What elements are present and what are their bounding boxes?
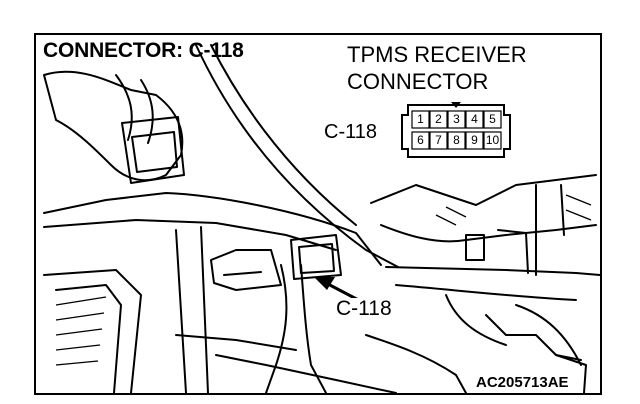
- connector-face-tag: C-118: [324, 121, 377, 143]
- connector-pin-10: 10: [485, 133, 500, 147]
- connector-pin-2: 2: [435, 112, 442, 126]
- vehicle-interior-drawing: [43, 44, 600, 393]
- diagram-title: CONNECTOR: C-118: [43, 39, 244, 62]
- connector-pin-3: 3: [453, 112, 460, 126]
- connector-pin-7: 7: [435, 133, 442, 147]
- connector-cavities: [411, 110, 502, 150]
- console-panel-outline: [121, 116, 185, 184]
- connector-pin-9: 9: [471, 133, 478, 147]
- upper-trim-outline: [43, 70, 184, 182]
- diagram-frame: CONNECTOR: C-118 TPMS RECEIVER CONNECTOR…: [34, 33, 602, 395]
- connector-pin-1: 1: [417, 112, 424, 126]
- mechanical-assembly-outline: [370, 174, 597, 206]
- dashboard-panel-outline: [195, 44, 399, 268]
- connector-pin-5: 5: [489, 112, 496, 126]
- connector-callout-label: C-118: [334, 297, 394, 320]
- receiver-connector-label-line1: TPMS RECEIVER: [347, 42, 527, 67]
- receiver-connector-label-line2: CONNECTOR: [347, 69, 489, 94]
- lower-left-panel-outline: [43, 269, 142, 393]
- connector-face: [401, 102, 511, 158]
- connector-pin-6: 6: [417, 133, 424, 147]
- figure-code: AC205713AE: [476, 374, 569, 391]
- connector-pin-8: 8: [453, 133, 460, 147]
- receiver-module-outline: [290, 234, 342, 280]
- connector-pin-4: 4: [471, 112, 478, 126]
